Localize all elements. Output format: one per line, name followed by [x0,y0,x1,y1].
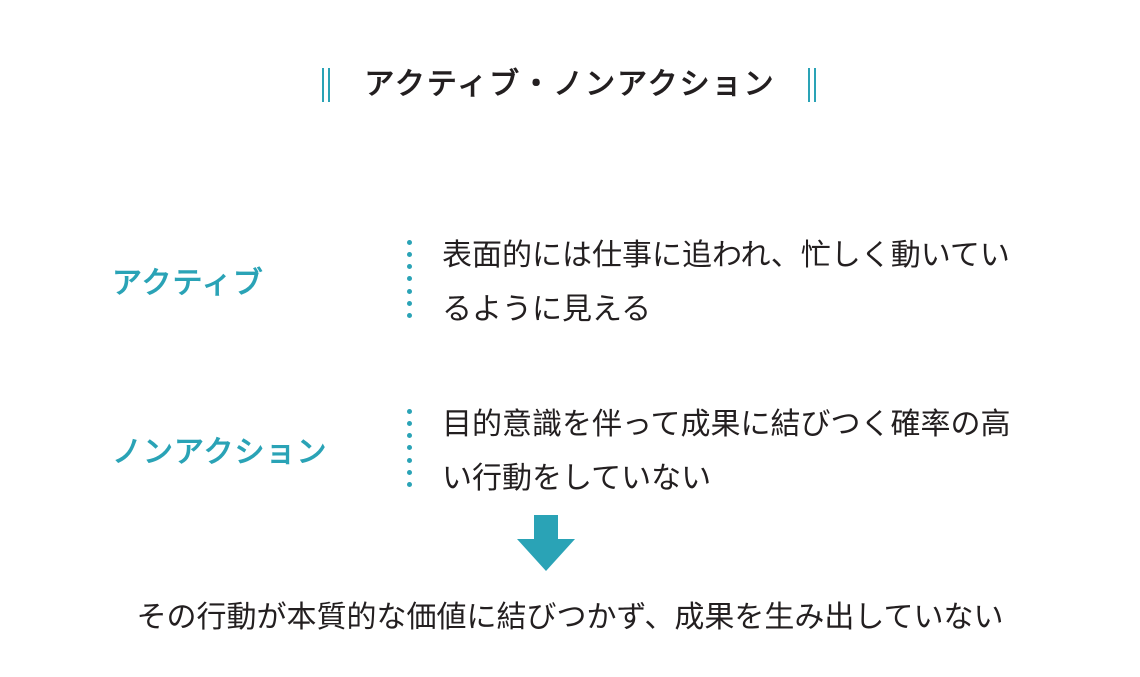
page-title: アクティブ・ノンアクション [364,67,776,102]
row-description-nonaction: 目的意識を伴って成果に結びつく確率の高 い行動をしていない [442,407,1011,496]
row-label-active: アクティブ [112,266,264,301]
double-bar-left-icon [322,68,330,102]
dotted-divider-1 [405,240,413,318]
dotted-divider-2 [405,409,413,487]
conclusion-text: その行動が本質的な価値に結びつかず、成果を生み出していない [136,600,1004,635]
double-bar-right-icon [808,68,816,102]
row-description-active: 表面的には仕事に追われ、忙しく動いてい るように見える [442,238,1010,327]
down-arrow-icon [517,515,575,571]
title-section: アクティブ・ノンアクション [0,58,1140,108]
row-label-nonaction: ノンアクション [112,435,328,470]
